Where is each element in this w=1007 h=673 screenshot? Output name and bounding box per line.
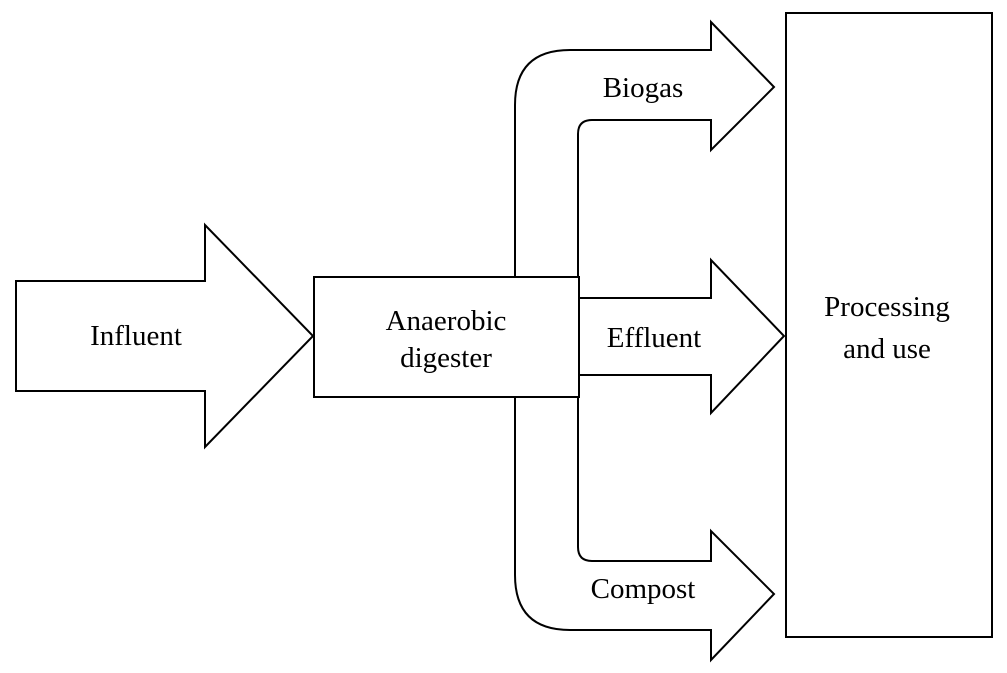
effluent-arrow	[577, 257, 786, 416]
influent-arrow	[15, 222, 315, 450]
influent-label: Influent	[90, 320, 182, 352]
compost-label: Compost	[591, 573, 696, 605]
effluent-label: Effluent	[607, 322, 702, 354]
digester-box	[313, 276, 580, 398]
processing-label-line1: Processing	[824, 291, 950, 323]
compost-arrow	[514, 396, 776, 663]
processing-label-line2: and use	[843, 333, 931, 365]
digester-label-line1: Anaerobic	[386, 305, 507, 337]
digester-label-line2: digester	[400, 342, 492, 374]
processing-box	[785, 12, 993, 638]
biogas-label: Biogas	[603, 72, 684, 104]
biogas-arrow	[514, 19, 776, 278]
